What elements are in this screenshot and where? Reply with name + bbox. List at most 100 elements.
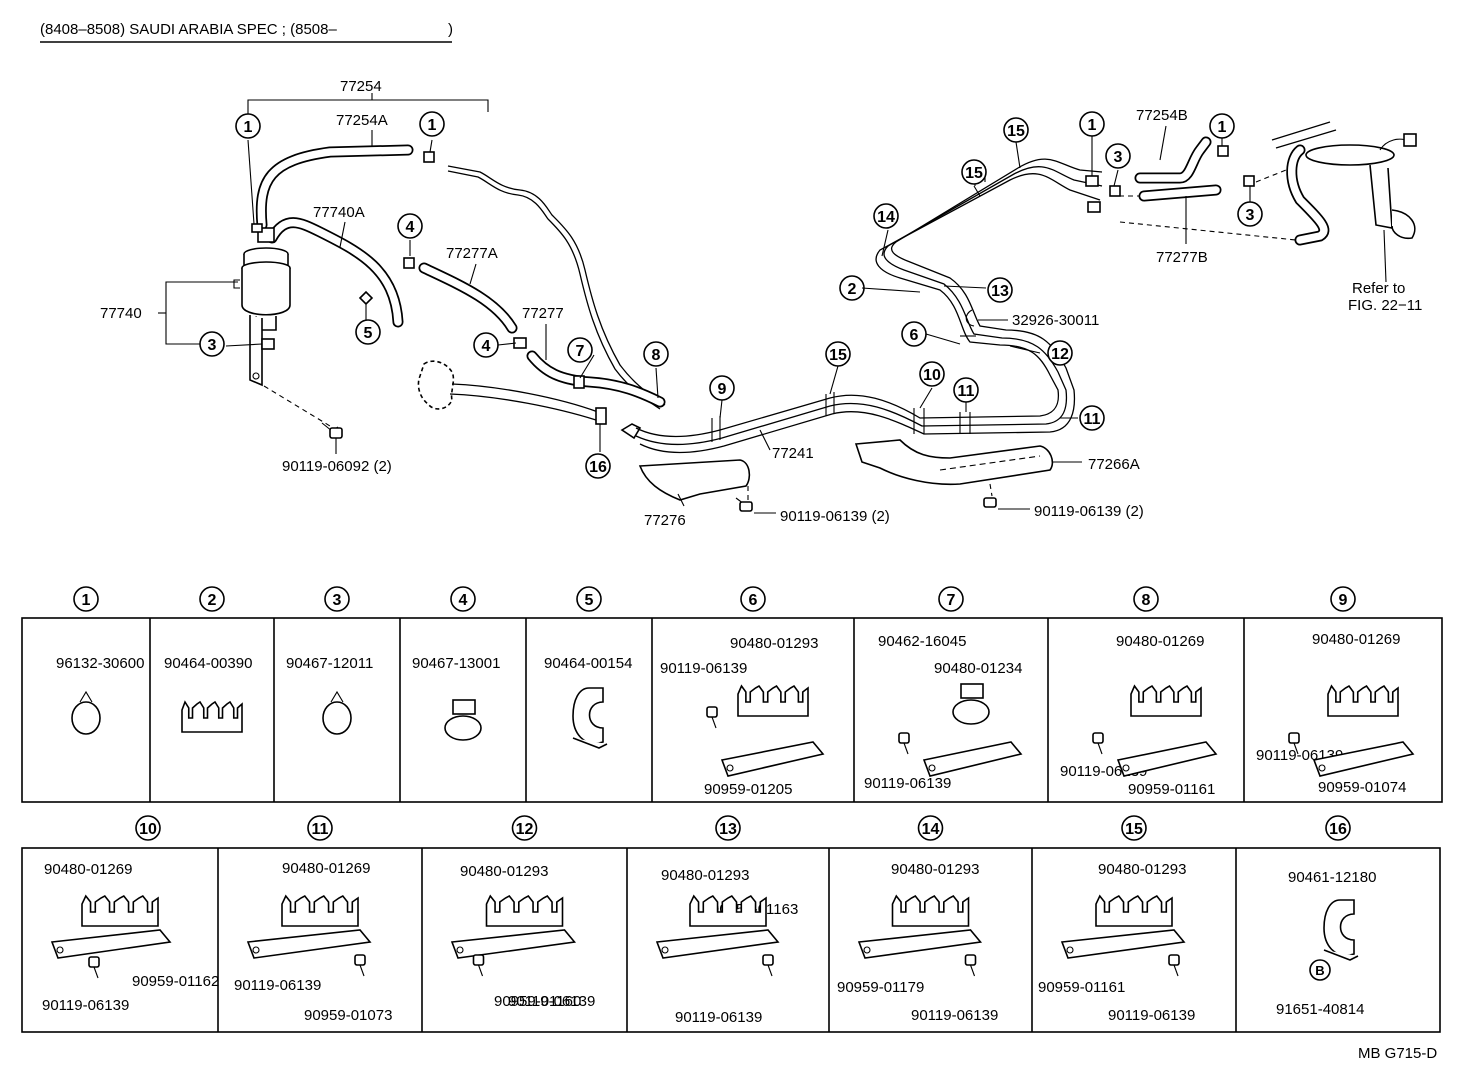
callout-15: 15 [961,159,987,185]
pipe-clamp-icon [81,894,159,927]
filler-neck-outline [417,360,455,410]
callout-circle [987,277,1013,303]
part-number: 90461-12180 [1288,869,1376,886]
c-clip-icon [572,687,604,745]
callout-circle [938,586,964,612]
c-clip-icon [1323,899,1355,957]
callout-number: 12 [1051,346,1069,363]
callout-circle [199,586,225,612]
label-90119-06092: 90119-06092 (2) [282,458,392,475]
leader-77740 [165,281,238,345]
callout-number: 15 [829,347,847,364]
part-number: 90480-01293 [891,861,979,878]
bolt-icon [898,732,910,744]
part-number: 90959-01160 [494,993,581,1010]
clip-cell-number: 15 [1121,815,1147,841]
bolt-icon [1092,732,1104,744]
callout-number: 13 [991,283,1009,300]
callout-1: 1 [419,111,445,137]
callout-12: 12 [1047,340,1073,366]
clip-cell-number: 11 [307,815,333,841]
pipe-clamp-icon [891,894,970,927]
label-77277B: 77277B [1156,249,1208,266]
header: (8408–8508) SAUDI ARABIA SPEC ; (8508– ) [40,21,453,43]
callout-circle [917,815,944,841]
callout-13: 13 [987,277,1013,303]
protector-77276 [638,459,751,501]
label-77254: 77254 [340,78,382,95]
callout-number: 13 [719,821,737,838]
callout-4: 4 [397,213,423,239]
part-number: 90467-13001 [412,655,500,672]
part-number: 90480-01269 [1312,631,1400,648]
callout-number: 14 [922,821,940,838]
callout-number: 1 [1218,119,1227,136]
diagram-callout-leaders [497,136,1251,419]
bracket-plate [655,929,780,959]
callout-2: 2 [839,275,865,301]
diagram-code: MB G715-D [1358,1045,1437,1062]
bolt-icon [762,954,774,966]
callout-number: 15 [1007,123,1025,140]
clip-cell-number: 16 [1325,815,1351,841]
callout-number: 2 [848,281,857,298]
bolt-icon [354,954,366,966]
part-number: 90119-06139 [1108,1007,1195,1024]
clip-cell-number: 3 [324,586,350,612]
label-77241: 77241 [772,445,814,462]
part-number: 90119-06139 [675,1009,762,1026]
callout-1: 1 [1079,111,1105,137]
clip-cell-number: 13 [715,815,741,841]
filler-group [417,360,642,452]
part-number: 90480-01234 [934,660,1022,677]
callout-1: 1 [1209,113,1235,139]
header-close: ) [448,21,453,38]
callout-number: 10 [139,821,157,838]
label-77740A: 77740A [313,204,365,221]
callout-circle [643,341,669,367]
part-number: 90464-00390 [164,655,252,672]
callout-number: 2 [208,592,217,609]
callout-4: 4 [473,332,499,358]
sender-tube [1369,164,1393,229]
part-number: 90480-01269 [44,861,132,878]
callout-14: 14 [873,203,899,229]
protector-group: 77276 90119-06139 (2) 77266A 90119-06139… [638,439,1144,529]
letter-marker: B [1315,963,1324,978]
sender-strainer [1391,209,1416,240]
callout-number: 8 [652,347,661,364]
callout-number: 15 [1125,821,1143,838]
callout-11: 11 [1079,405,1105,431]
clip-cell-number: 10 [135,815,161,841]
clip-cell-number: 9 [1330,586,1356,612]
clip-cell-number: 2 [199,586,225,612]
callout-circle [307,815,333,841]
bracket-plate [1116,741,1218,777]
callout-number: 3 [1246,207,1255,224]
part-number: 90119-06139 [42,997,129,1014]
callout-number: 7 [947,592,956,609]
callout-number: 15 [965,165,983,182]
sender-plate [1305,144,1395,166]
callout-number: 9 [718,381,727,398]
callout-circle [961,159,987,185]
clip-table: 196132-30600290464-00390390467-120114904… [21,586,1443,1033]
callout-circle [355,319,381,345]
label-90119-06139-a: 90119-06139 (2) [780,508,890,525]
label-77276: 77276 [644,512,686,529]
part-number: 90119-06139 [508,993,595,1010]
label-32926-30011: 32926-30011 [1012,312,1099,329]
pipe-clamp-icon [281,894,359,927]
part-number: 90959-01074 [1318,779,1406,796]
clip-cell-number: 7 [938,586,964,612]
clip-cell-number: 8 [1133,586,1159,612]
